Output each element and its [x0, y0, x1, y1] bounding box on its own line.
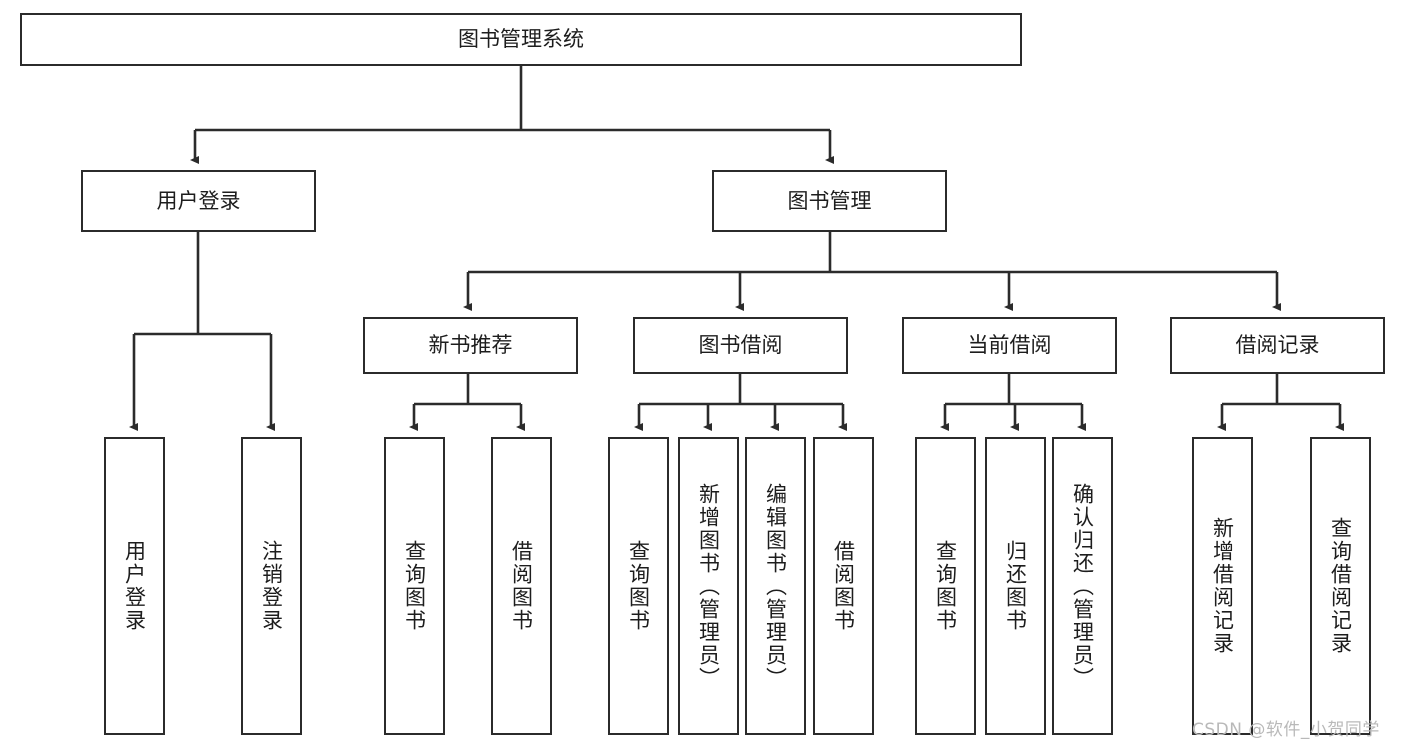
leaf-borrow-query-book[interactable]: 查询图书 [608, 437, 669, 735]
node-label: 归还图书 [1003, 540, 1028, 632]
node-label: 图书借阅 [698, 333, 783, 358]
leaf-borrow-add-book-admin[interactable]: 新增图书（管理员） [678, 437, 739, 735]
node-label: 新书推荐 [428, 333, 513, 358]
leaf-user-login[interactable]: 用户登录 [104, 437, 165, 735]
node-borrow-record[interactable]: 借阅记录 [1170, 317, 1385, 374]
leaf-record-query-borrow-record[interactable]: 查询借阅记录 [1310, 437, 1371, 735]
node-label: 用户登录 [156, 188, 241, 213]
node-label: 用户登录 [122, 540, 147, 632]
leaf-borrow-borrow-book[interactable]: 借阅图书 [813, 437, 874, 735]
leaf-current-return-book[interactable]: 归还图书 [985, 437, 1046, 735]
leaf-recommend-borrow-book[interactable]: 借阅图书 [491, 437, 552, 735]
node-label: 新增图书（管理员） [696, 482, 721, 690]
node-current-borrow[interactable]: 当前借阅 [902, 317, 1117, 374]
node-label: 查询图书 [933, 540, 958, 632]
node-label: 查询图书 [626, 540, 651, 632]
node-label: 当前借阅 [967, 333, 1052, 358]
leaf-current-confirm-return-admin[interactable]: 确认归还（管理员） [1052, 437, 1113, 735]
leaf-user-logout[interactable]: 注销登录 [241, 437, 302, 735]
node-label: 借阅图书 [831, 540, 856, 632]
node-label: 图书管理系统 [458, 27, 584, 52]
node-label: 新增借阅记录 [1210, 517, 1235, 655]
node-label: 注销登录 [259, 540, 284, 632]
node-user-login[interactable]: 用户登录 [81, 170, 316, 232]
node-label: 查询图书 [402, 540, 427, 632]
leaf-record-add-borrow-record[interactable]: 新增借阅记录 [1192, 437, 1253, 735]
leaf-recommend-query-book[interactable]: 查询图书 [384, 437, 445, 735]
node-label: 确认归还（管理员） [1070, 482, 1095, 690]
node-label: 借阅图书 [509, 540, 534, 632]
node-label: 编辑图书（管理员） [763, 482, 788, 690]
leaf-current-query-book[interactable]: 查询图书 [915, 437, 976, 735]
node-book-management-system[interactable]: 图书管理系统 [20, 13, 1022, 66]
node-label: 查询借阅记录 [1328, 517, 1353, 655]
node-label: 图书管理 [787, 188, 872, 213]
node-book-management[interactable]: 图书管理 [712, 170, 947, 232]
leaf-borrow-edit-book-admin[interactable]: 编辑图书（管理员） [745, 437, 806, 735]
node-label: 借阅记录 [1235, 333, 1320, 358]
watermark-text: CSDN @软件_小贺同学 [1192, 720, 1380, 740]
node-new-book-recommend[interactable]: 新书推荐 [363, 317, 578, 374]
node-book-borrow[interactable]: 图书借阅 [633, 317, 848, 374]
